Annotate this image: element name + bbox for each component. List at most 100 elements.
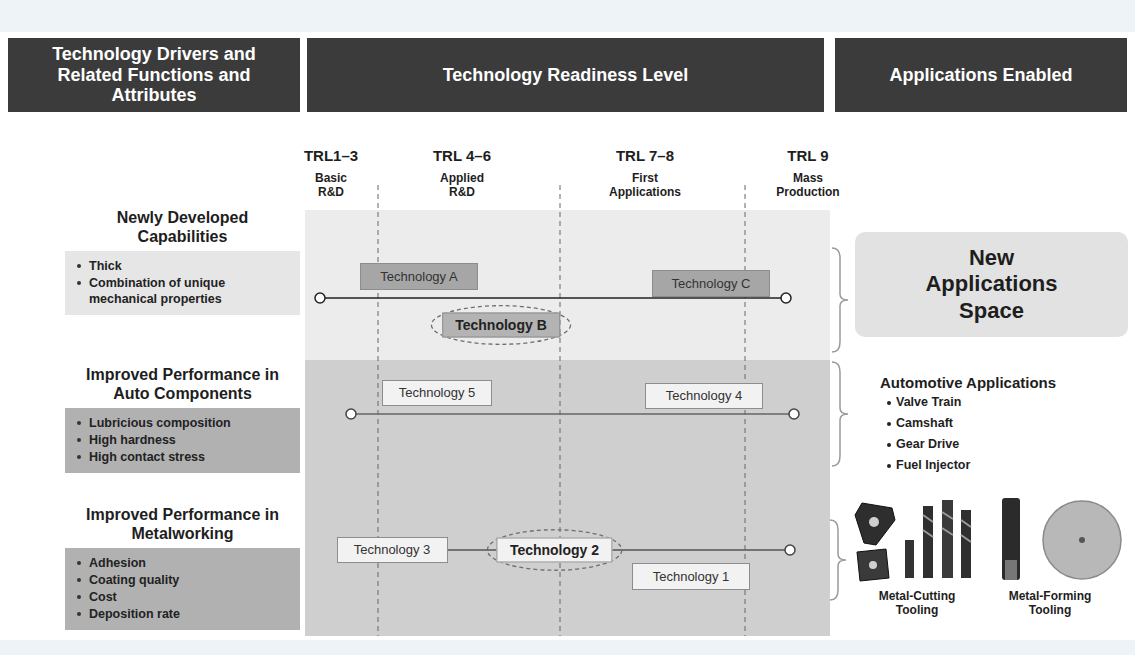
application-item: Fuel Injector (896, 458, 970, 473)
bullet-text: Deposition rate (89, 606, 180, 622)
axis-label: TRL1–3 (286, 147, 376, 165)
technology-box: Technology 5 (382, 380, 492, 406)
trl-divider (378, 185, 379, 636)
driver-heading: Newly Developed Capabilities (65, 208, 300, 251)
application-item: Gear Drive (896, 437, 959, 452)
technology-label: Technology 2 (510, 542, 599, 558)
timeline-end (785, 545, 795, 555)
header-box: Technology Readiness Level (307, 38, 824, 112)
bullet-dot (77, 455, 81, 459)
section-label: Automotive Applications (880, 374, 1056, 392)
technology-box: Technology 1 (632, 563, 750, 590)
drill (905, 540, 914, 578)
header-text: Applications Enabled (889, 65, 1072, 86)
bullet-dot (77, 595, 81, 599)
timeline-end (789, 409, 799, 419)
bullet-row: Thick (77, 258, 290, 274)
technology-box: Technology 3 (337, 537, 448, 563)
die-hole (1079, 537, 1085, 543)
bullet-row: Combination of unique mechanical propert… (77, 275, 290, 307)
technology-label: Technology 5 (399, 385, 476, 400)
die-disc (1043, 501, 1121, 579)
bullet-text: Lubricious composition (89, 415, 231, 431)
axis-label: TRL 9 (768, 147, 848, 165)
bullet-dot (887, 464, 891, 468)
timeline-end (346, 409, 356, 419)
insert-hole (869, 561, 877, 569)
bullet-row: Cost (77, 589, 290, 605)
bullet-text: Adhesion (89, 555, 146, 571)
bullet-dot (77, 438, 81, 442)
axis-label: Mass Production (772, 171, 844, 200)
bullet-row: High hardness (77, 432, 290, 448)
ellipse-shape (487, 530, 621, 570)
brace (830, 520, 846, 600)
bullet-text: High contact stress (89, 449, 205, 465)
driver-heading: Improved Performance in Auto Components (65, 365, 300, 408)
highlight-ellipse: Technology B (430, 304, 572, 346)
application-item: Valve Train (896, 395, 961, 410)
header-text: Technology Drivers and Related Functions… (18, 44, 290, 106)
insert (857, 549, 889, 581)
application-space-text: New Applications Space (907, 245, 1077, 324)
driver-group: Improved Performance in Auto ComponentsL… (65, 365, 300, 473)
highlight-ellipse: Technology 2 (486, 528, 623, 572)
technology-box: Technology C (652, 270, 770, 297)
axis-label: Metal-Forming Tooling (994, 589, 1106, 618)
header-text: Technology Readiness Level (443, 65, 689, 86)
axis-label: First Applications (602, 171, 688, 200)
technology-label: Technology 1 (653, 569, 730, 584)
technology-box: Technology A (360, 263, 478, 290)
technology-label: Technology 4 (666, 388, 743, 403)
bullet-text: Thick (89, 258, 122, 274)
bullet-dot (77, 612, 81, 616)
insert-hole (869, 517, 879, 527)
bullet-dot (887, 443, 891, 447)
bullet-row: Deposition rate (77, 606, 290, 622)
brace (832, 362, 848, 466)
driver-group: Newly Developed CapabilitiesThickCombina… (65, 208, 300, 315)
technology-label: Technology C (672, 276, 751, 291)
technology-label: Technology A (380, 269, 457, 284)
bullet-row: Lubricious composition (77, 415, 290, 431)
header-box: Technology Drivers and Related Functions… (8, 38, 300, 112)
axis-label: TRL 4–6 (417, 147, 507, 165)
timeline (320, 297, 786, 299)
punch (1002, 498, 1020, 580)
bullet-row: High contact stress (77, 449, 290, 465)
bullet-dot (77, 561, 81, 565)
timeline-end (315, 293, 325, 303)
cutting-tools-icon (855, 500, 971, 581)
lower-band (305, 360, 830, 636)
bullet-dot (77, 264, 81, 268)
timeline (351, 413, 794, 415)
technology-label: Technology 3 (354, 542, 431, 557)
bullet-dot (887, 401, 891, 405)
application-space-box: New Applications Space (855, 232, 1128, 337)
axis-label: TRL 7–8 (600, 147, 690, 165)
bullet-dot (77, 421, 81, 425)
attribute-panel: ThickCombination of unique mechanical pr… (65, 251, 300, 315)
technology-label: Technology B (455, 317, 547, 333)
header-box: Applications Enabled (835, 38, 1127, 112)
insert (855, 503, 895, 545)
technology-box: Technology B (442, 313, 560, 338)
bullet-dot (77, 578, 81, 582)
bullet-text: Cost (89, 589, 117, 605)
attribute-panel: AdhesionCoating qualityCostDeposition ra… (65, 548, 300, 630)
driver-group: Improved Performance in MetalworkingAdhe… (65, 505, 300, 630)
trl-divider (560, 185, 561, 636)
drill (942, 500, 953, 578)
driver-heading: Improved Performance in Metalworking (65, 505, 300, 548)
axis-label: Metal-Cutting Tooling (861, 589, 973, 618)
page-ground (0, 32, 1135, 640)
bullet-row: Coating quality (77, 572, 290, 588)
bullet-dot (77, 281, 81, 285)
timeline-end (781, 293, 791, 303)
forming-tools-icon (1002, 498, 1121, 580)
bullet-dot (887, 422, 891, 426)
axis-label: Applied R&D (431, 171, 493, 200)
axis-label: Basic R&D (305, 171, 357, 200)
ellipse-shape (431, 306, 570, 345)
punch-tip (1005, 560, 1017, 580)
